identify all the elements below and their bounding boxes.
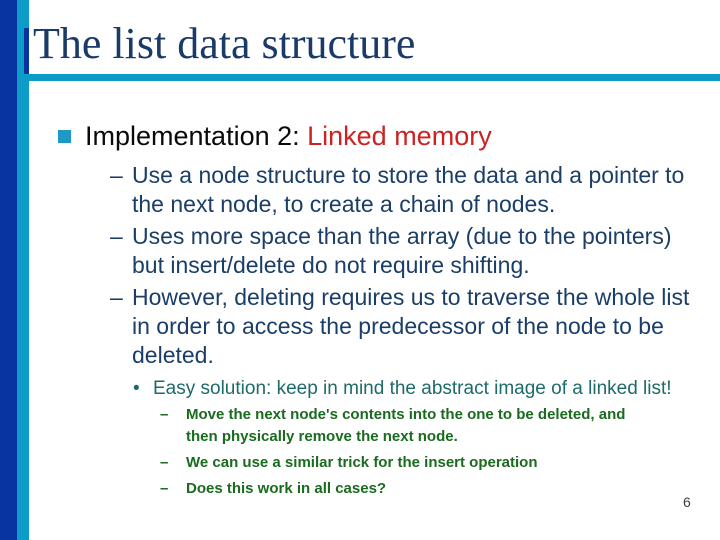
list-item-line: deleted. <box>132 342 214 368</box>
square-bullet-icon <box>58 130 71 143</box>
slide-title: The list data structure <box>33 19 416 68</box>
left-navy-bar <box>0 0 17 540</box>
dash-bullet-icon: – <box>160 480 169 497</box>
title-accent-bar <box>24 28 29 74</box>
list-item: – We can use a similar trick for the ins… <box>160 452 720 474</box>
list-item: – Use a node structure to store the data… <box>110 161 710 219</box>
bullet1-prefix: Implementation 2: <box>85 121 308 151</box>
dash-bullet-icon: – <box>160 454 169 471</box>
list-item-line: in order to access the predecessor of th… <box>132 313 664 339</box>
list-item: – Does this work in all cases? <box>160 478 720 500</box>
list-item-line: Uses more space than the array (due to t… <box>132 223 672 249</box>
dot-bullet-icon: • <box>133 378 140 399</box>
left-cyan-bar <box>17 0 29 540</box>
bullet1-highlight: Linked memory <box>307 121 492 151</box>
page-number: 6 <box>683 494 691 510</box>
list-item-line: However, deleting requires us to travers… <box>132 284 690 310</box>
dash-bullet-icon: – <box>110 223 123 249</box>
bullet-level3: • Easy solution: keep in mind the abstrac… <box>133 377 672 401</box>
list-item: – However, deleting requires us to trave… <box>110 283 710 370</box>
list-item: – Uses more space than the array (due to… <box>110 222 710 280</box>
list-item-line: the next node, to create a chain of node… <box>132 191 556 217</box>
title-underline-rule <box>29 74 720 81</box>
list-item: – Move the next node's contents into the… <box>160 404 720 448</box>
level2-list: – Use a node structure to store the data… <box>110 161 710 373</box>
list-item-line: then physically remove the next node. <box>186 428 458 445</box>
bullet-level1: Implementation 2: Linked memory <box>58 120 492 152</box>
list-item-line: We can use a similar trick for the inser… <box>186 454 538 471</box>
list-item-line: Does this work in all cases? <box>186 480 387 497</box>
list-item-line: Use a node structure to store the data a… <box>132 162 685 188</box>
level4-list: – Move the next node's contents into the… <box>160 404 720 504</box>
list-item-line: but insert/delete do not require shiftin… <box>132 252 530 278</box>
dash-bullet-icon: – <box>110 284 123 310</box>
dash-bullet-icon: – <box>160 406 169 423</box>
list-item-line: Move the next node's contents into the o… <box>186 406 626 423</box>
level3-text: Easy solution: keep in mind the abstract… <box>153 378 672 399</box>
dash-bullet-icon: – <box>110 162 123 188</box>
